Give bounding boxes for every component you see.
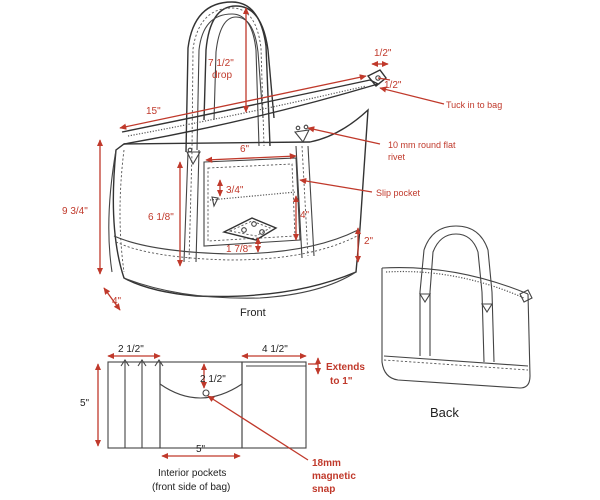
dim-pocket-right-width-value: 4 1/2" xyxy=(262,344,288,355)
dim-top-width xyxy=(119,74,367,130)
back-strap-attach-right xyxy=(481,303,493,314)
dim-patch-size-value: 1 7/8" xyxy=(226,244,252,255)
rivet-right-a xyxy=(295,125,301,131)
back-view: Back xyxy=(381,225,533,420)
dim-drop-label: drop xyxy=(212,70,232,81)
bag-side-seam xyxy=(119,149,125,273)
back-caption: Back xyxy=(430,405,459,420)
slip-pocket-zipper-pull xyxy=(211,196,219,208)
logo-patch-dot-1 xyxy=(241,227,247,233)
handle-back xyxy=(203,5,275,121)
interior-panel-left xyxy=(107,361,161,449)
strap-right-stitch xyxy=(301,145,309,257)
front-dimensions: 7 1/2" drop 15" 1/2" 1/2" Tuck in to bag… xyxy=(62,7,502,319)
handle-front xyxy=(185,1,271,153)
dim-tab-height-value: 1/2" xyxy=(384,80,402,91)
interior-dimensions: 2 1/2" 4 1/2" Extends to 1" 5" 2 1/2" 5"… xyxy=(80,344,365,495)
extends-label-2: to 1" xyxy=(330,376,353,387)
back-base-line xyxy=(383,355,529,367)
base-bottom xyxy=(123,271,357,299)
strap-attachment-left xyxy=(186,151,201,166)
dim-handle-height-value: 6 1/8" xyxy=(148,212,174,223)
slip-pocket-stitch xyxy=(207,163,296,242)
rivet-label-1: 10 mm round flat xyxy=(388,140,456,150)
base-band-line xyxy=(113,229,359,255)
back-strap-right xyxy=(481,291,495,363)
dim-base-height-value: 2" xyxy=(364,236,374,247)
dim-pocket-left-width-value: 2 1/2" xyxy=(118,344,144,355)
dim-top-width-value: 15" xyxy=(146,106,161,117)
dim-slip-width xyxy=(205,153,297,163)
dim-bag-height-value: 9 3/4" xyxy=(62,206,88,217)
back-handle-outer xyxy=(419,225,493,293)
back-base-stitch xyxy=(383,359,529,371)
rivet-right-b xyxy=(303,124,309,130)
back-strap-left xyxy=(419,292,431,356)
interior-slot-tip-1 xyxy=(120,359,130,367)
handle-front-inner xyxy=(196,13,260,151)
strap-left-stitch xyxy=(188,151,193,263)
strap-left xyxy=(183,149,200,263)
dim-drop-value: 7 1/2" xyxy=(208,58,234,69)
dim-middle-width-value: 5" xyxy=(196,444,206,455)
interior-slot-tip-3 xyxy=(154,359,164,367)
snap-label-3: snap xyxy=(312,484,335,495)
bag-body xyxy=(112,108,369,298)
interior-caption-1: Interior pockets xyxy=(158,468,226,479)
logo-patch-stitch xyxy=(228,220,272,237)
snap-label-2: magnetic xyxy=(312,471,356,482)
interior-flap xyxy=(159,362,243,399)
dim-tab-width-value: 1/2" xyxy=(374,48,392,59)
rivet-leader xyxy=(307,126,381,145)
dim-slip-height-value: 4" xyxy=(300,210,310,221)
handle-front-stitch xyxy=(191,7,265,151)
back-top xyxy=(381,267,529,295)
back-tab xyxy=(519,289,533,303)
extends-label-1: Extends xyxy=(326,362,365,373)
front-caption: Front xyxy=(240,307,266,319)
back-body xyxy=(381,268,531,389)
interior-slot-tip-2 xyxy=(137,359,147,367)
zipper xyxy=(127,85,367,137)
slip-pocket xyxy=(203,157,301,247)
dim-depth-value: 4" xyxy=(112,296,122,307)
snap-leader xyxy=(207,395,309,461)
dim-flap-height-value: 2 1/2" xyxy=(200,374,226,385)
slip-pocket-zipper xyxy=(209,191,297,201)
dim-depth xyxy=(103,287,121,311)
slip-pocket-label: Slip pocket xyxy=(376,188,421,198)
interior-panel-right xyxy=(241,361,307,449)
logo-patch-dot-3 xyxy=(259,229,265,235)
magnetic-snap xyxy=(202,389,210,397)
interior-caption-2: (front side of bag) xyxy=(152,482,230,493)
slip-pocket-leader xyxy=(299,177,373,193)
handle-back-inner xyxy=(213,16,264,121)
tuck-in-label: Tuck in to bag xyxy=(446,100,502,110)
dim-slip-width-value: 6" xyxy=(240,144,250,155)
interior-pockets xyxy=(107,359,307,449)
logo-patch xyxy=(221,217,278,241)
dim-slip-gap-value: 3/4" xyxy=(226,185,244,196)
strap-attachment-right xyxy=(293,129,310,144)
bag-side-depth xyxy=(108,149,117,273)
back-strap-attach-left xyxy=(419,293,431,304)
zipper-tab xyxy=(366,69,387,87)
rivet-left xyxy=(187,147,193,153)
back-handle-inner xyxy=(429,233,483,293)
tuck-in-leader xyxy=(379,86,445,105)
snap-label-1: 18mm xyxy=(312,458,341,469)
rivet-label-2: rivet xyxy=(388,152,406,162)
dim-tab-height-leader xyxy=(377,77,391,81)
dim-interior-height-value: 5" xyxy=(80,398,90,409)
logo-patch-dot-2 xyxy=(251,221,257,227)
